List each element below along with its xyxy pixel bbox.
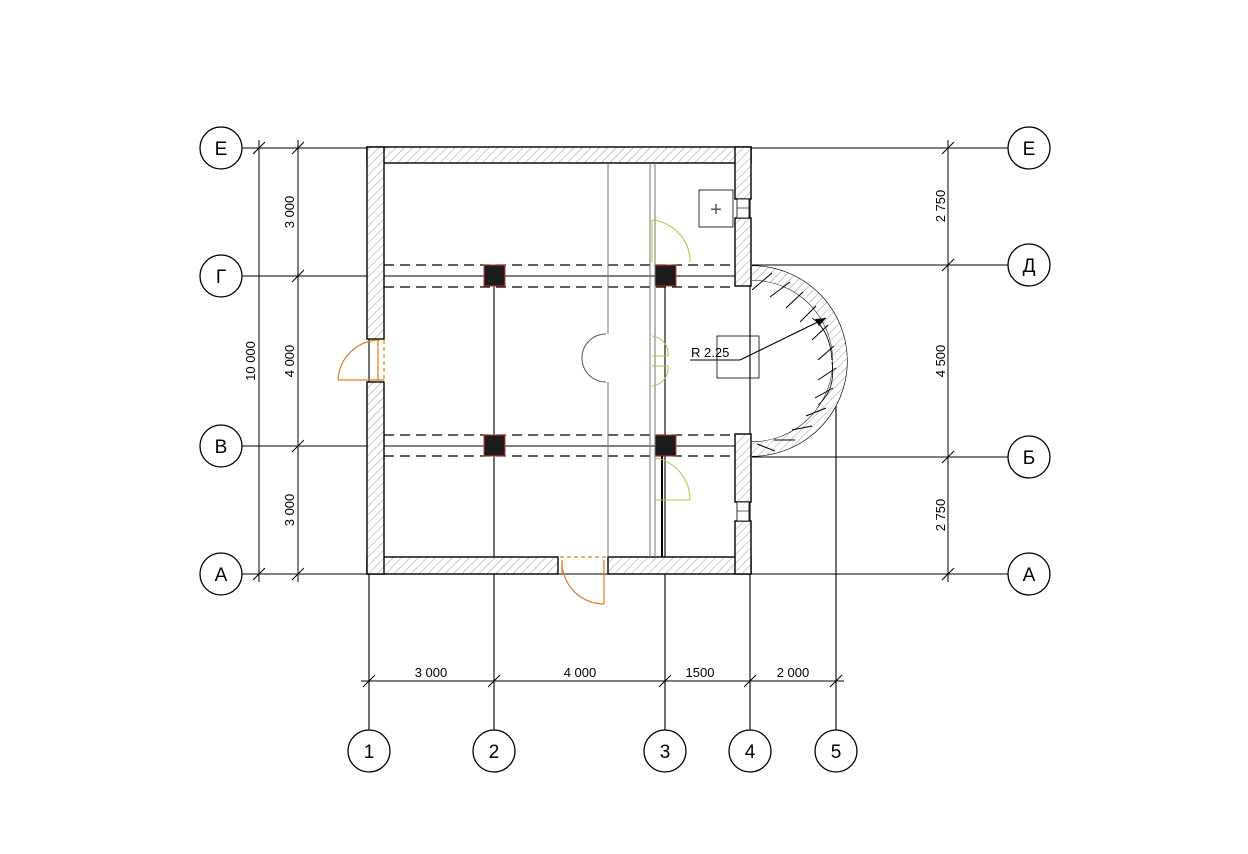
axis-label-bottom-3: 3 [660,742,671,763]
axis-markers-bottom: 1 2 3 4 5 [347,729,858,773]
dim-right-seg-3: 2 750 [933,499,948,532]
right-dimensions: 2 750 4 500 2 750 [933,140,955,582]
dim-bottom-seg-4: 2 000 [777,665,810,680]
axis-label-bottom-2: 2 [489,742,500,763]
dim-left-total: 10 000 [243,341,258,381]
dim-right-seg-2: 4 500 [933,345,948,378]
apse [751,265,848,457]
doors [337,219,691,605]
axis-label-left-2: Г [216,267,226,288]
axis-label-bottom-4: 4 [745,742,756,763]
axis-markers-left: Е Г В А [199,126,243,596]
dim-left-seg-1: 3 000 [282,196,297,229]
beams [384,264,735,457]
horizontal-axis-lines [242,147,1008,575]
plus-icon: + [710,199,722,221]
axis-label-bottom-5: 5 [831,742,842,763]
left-dimensions: 10 000 3 000 4 000 3 000 [243,140,305,582]
axis-label-right-3: Б [1023,448,1035,469]
axis-label-right-2: Д [1023,256,1036,277]
axis-label-right-4: А [1023,565,1036,586]
dim-right-seg-1: 2 750 [933,190,948,223]
axis-label-right-1: Е [1023,139,1036,160]
dim-left-seg-3: 3 000 [282,494,297,527]
axis-label-left-1: Е [215,139,228,160]
dim-bottom-seg-2: 4 000 [564,665,597,680]
dim-bottom-seg-3: 1500 [686,665,715,680]
plus-box: + [698,189,734,228]
dim-bottom-seg-1: 3 000 [415,665,448,680]
axis-label-left-4: А [215,565,228,586]
axis-label-bottom-1: 1 [364,742,375,763]
axis-label-left-3: В [215,437,228,458]
interior-partitions [384,162,735,557]
bottom-dimensions: 3 000 4 000 1500 2 000 [361,665,844,688]
vertical-axis-lines [368,148,837,730]
columns [483,264,677,457]
radius-annotation: R 2.25 [690,317,827,379]
axis-markers-right: Е Д Б А [1007,126,1051,596]
dim-left-seg-2: 4 000 [282,345,297,378]
radius-label: R 2.25 [691,345,729,360]
